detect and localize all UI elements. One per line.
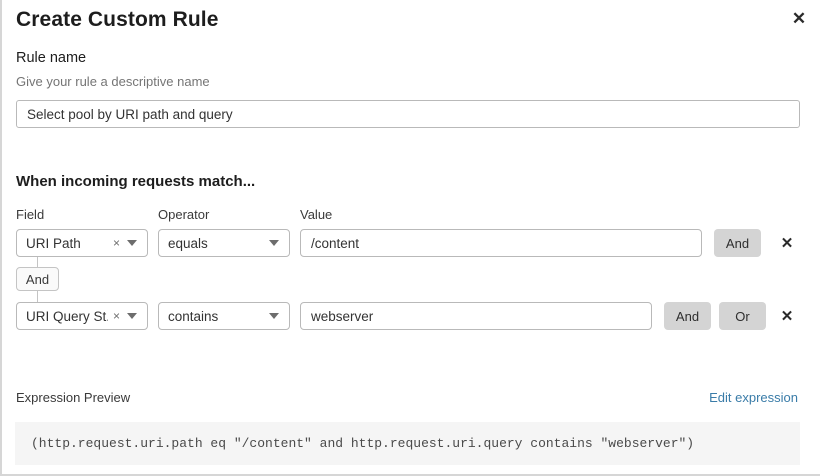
connector-and-chip[interactable]: And: [16, 267, 59, 291]
clear-icon[interactable]: ×: [112, 236, 120, 250]
column-header-operator: Operator: [158, 207, 210, 222]
value-input[interactable]: [300, 302, 652, 330]
chevron-down-icon: [127, 240, 137, 246]
operator-select-value: equals: [168, 235, 208, 251]
chevron-down-icon: [269, 240, 279, 246]
field-select-value: URI Path: [26, 235, 81, 251]
field-select[interactable]: URI Path ×: [16, 229, 148, 257]
or-button[interactable]: Or: [719, 302, 766, 330]
operator-select[interactable]: contains: [158, 302, 290, 330]
rule-name-input[interactable]: [16, 100, 800, 128]
connector-line-bottom: [37, 291, 38, 302]
field-select[interactable]: URI Query St... ×: [16, 302, 148, 330]
chevron-down-icon: [127, 313, 137, 319]
column-header-value: Value: [300, 207, 333, 222]
column-header-field: Field: [16, 207, 45, 222]
delete-condition-icon[interactable]: ✕: [776, 303, 798, 329]
and-button[interactable]: And: [664, 302, 711, 330]
field-select-value: URI Query St...: [26, 308, 108, 324]
operator-select-value: contains: [168, 308, 219, 324]
rule-name-hint: Give your rule a descriptive name: [16, 74, 210, 89]
conditions-heading: When incoming requests match...: [16, 173, 256, 190]
and-button[interactable]: And: [714, 229, 761, 257]
close-icon[interactable]: ✕: [786, 5, 812, 31]
expression-preview-code: (http.request.uri.path eq "/content" and…: [15, 422, 800, 465]
delete-condition-icon[interactable]: ✕: [776, 230, 798, 256]
value-input[interactable]: [300, 229, 702, 257]
connector-line-top: [37, 257, 38, 267]
clear-icon[interactable]: ×: [112, 309, 120, 323]
expression-preview-label: Expression Preview: [16, 390, 131, 405]
condition-row: URI Query St... × contains And Or ✕: [2, 302, 820, 330]
edit-expression-link[interactable]: Edit expression: [709, 390, 798, 405]
operator-select[interactable]: equals: [158, 229, 290, 257]
chevron-down-icon: [269, 313, 279, 319]
dialog-title: Create Custom Rule: [16, 8, 219, 31]
rule-name-label: Rule name: [16, 50, 87, 66]
condition-row: URI Path × equals And ✕: [2, 229, 820, 257]
